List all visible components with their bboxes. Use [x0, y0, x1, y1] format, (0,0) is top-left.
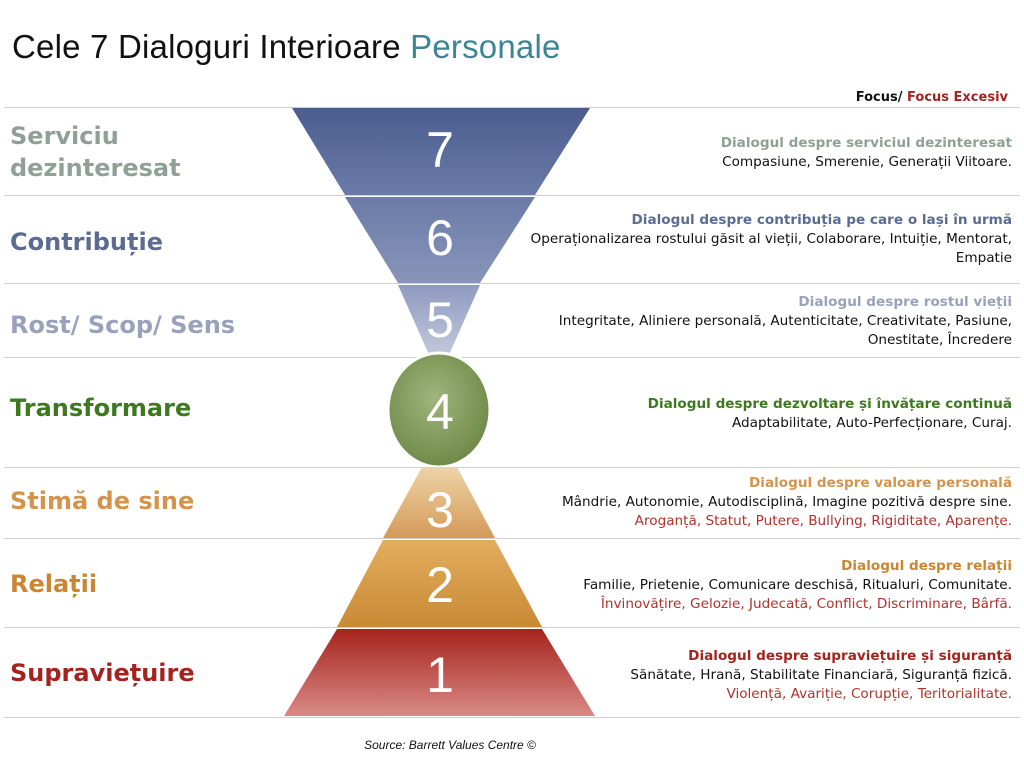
source-credit: Source: Barrett Values Centre ©	[364, 738, 536, 752]
level-3-heading: Dialogul despre valoare personală	[749, 475, 1012, 491]
divider	[4, 195, 1020, 196]
level-5-name: Rost/ Scop/ Sens	[10, 311, 236, 339]
level-3-negative: Aroganță, Statut, Putere, Bullying, Rigi…	[634, 513, 1012, 529]
level-6-number: 6	[426, 210, 454, 266]
level-7-name: Serviciu dezinteresat	[10, 120, 181, 184]
level-6-description: Dialogul despre contribuția pe care o la…	[492, 211, 1013, 268]
level-7-name-line2: dezinteresat	[10, 154, 181, 182]
divider	[4, 467, 1020, 468]
level-4-description: Dialogul despre dezvoltare și învățare c…	[492, 395, 1012, 433]
level-2-negative: Învinovățire, Gelozie, Judecată, Conflic…	[600, 596, 1012, 612]
level-7-number: 7	[426, 122, 454, 178]
divider	[4, 283, 1020, 284]
level-7-body: Compasiune, Smerenie, Generații Viitoare…	[722, 154, 1012, 170]
level-4-number: 4	[426, 384, 454, 440]
level-1-name: Supraviețuire	[10, 659, 195, 687]
page-title: Cele 7 Dialoguri Interioare Personale	[12, 28, 561, 66]
level-4-name: Transformare	[10, 394, 192, 422]
level-7-shape	[292, 108, 590, 195]
focus-excess-label: Focus Excesiv	[907, 90, 1008, 105]
level-3-shape	[383, 467, 495, 538]
focus-legend: Focus/ Focus Excesiv	[856, 90, 1008, 105]
level-2-name: Relații	[10, 570, 98, 598]
level-6-heading: Dialogul despre contribuția pe care o la…	[631, 212, 1013, 228]
level-4-body: Adaptabilitate, Auto-Perfecționare, Cura…	[731, 415, 1012, 431]
level-1-description: Dialogul despre supraviețuire și siguran…	[492, 647, 1012, 704]
level-5-body: Integritate, Aliniere personală, Autenti…	[558, 313, 1012, 348]
level-2-heading: Dialogul despre relații	[841, 558, 1012, 574]
level-3-body: Mândrie, Autonomie, Autodisciplină, Imag…	[561, 494, 1012, 510]
level-2-number: 2	[426, 557, 454, 613]
level-7-name-line1: Serviciu	[10, 122, 119, 150]
level-2-shape	[337, 540, 542, 627]
level-6-shape	[345, 197, 535, 283]
level-3-description: Dialogul despre valoare personală Mândri…	[492, 474, 1012, 531]
level-2-body: Familie, Prietenie, Comunicare deschisă,…	[583, 577, 1012, 593]
level-1-number: 1	[426, 647, 454, 703]
divider	[4, 627, 1020, 628]
level-5-number: 5	[426, 292, 454, 348]
title-main: Cele 7 Dialoguri Interioare	[12, 28, 401, 65]
level-6-body: Operaționalizarea rostului găsit al vieț…	[530, 231, 1013, 266]
divider	[4, 107, 1020, 108]
level-5-description: Dialogul despre rostul vieții Integritat…	[492, 293, 1012, 350]
level-1-heading: Dialogul despre supraviețuire și siguran…	[688, 648, 1012, 664]
level-4-heading: Dialogul despre dezvoltare și învățare c…	[647, 396, 1012, 412]
level-7-heading: Dialogul despre serviciul dezinteresat	[720, 135, 1012, 151]
focus-label: Focus/	[855, 90, 903, 105]
level-3-number: 3	[426, 482, 454, 538]
level-5-heading: Dialogul despre rostul vieții	[798, 294, 1012, 310]
level-5-shape	[398, 285, 480, 357]
level-7-description: Dialogul despre serviciul dezinteresat C…	[492, 134, 1012, 172]
level-2-description: Dialogul despre relații Familie, Prieten…	[492, 557, 1012, 614]
divider	[4, 357, 1020, 358]
title-accent: Personale	[410, 28, 561, 65]
level-1-shape	[284, 629, 595, 716]
level-1-negative: Violență, Avariție, Corupție, Teritorial…	[726, 686, 1012, 702]
divider	[4, 538, 1020, 539]
level-6-name: Contribuție	[10, 228, 163, 256]
level-3-name: Stimă de sine	[10, 487, 195, 515]
divider	[4, 717, 1020, 718]
level-1-body: Sănătate, Hrană, Stabilitate Financiară,…	[630, 667, 1012, 683]
